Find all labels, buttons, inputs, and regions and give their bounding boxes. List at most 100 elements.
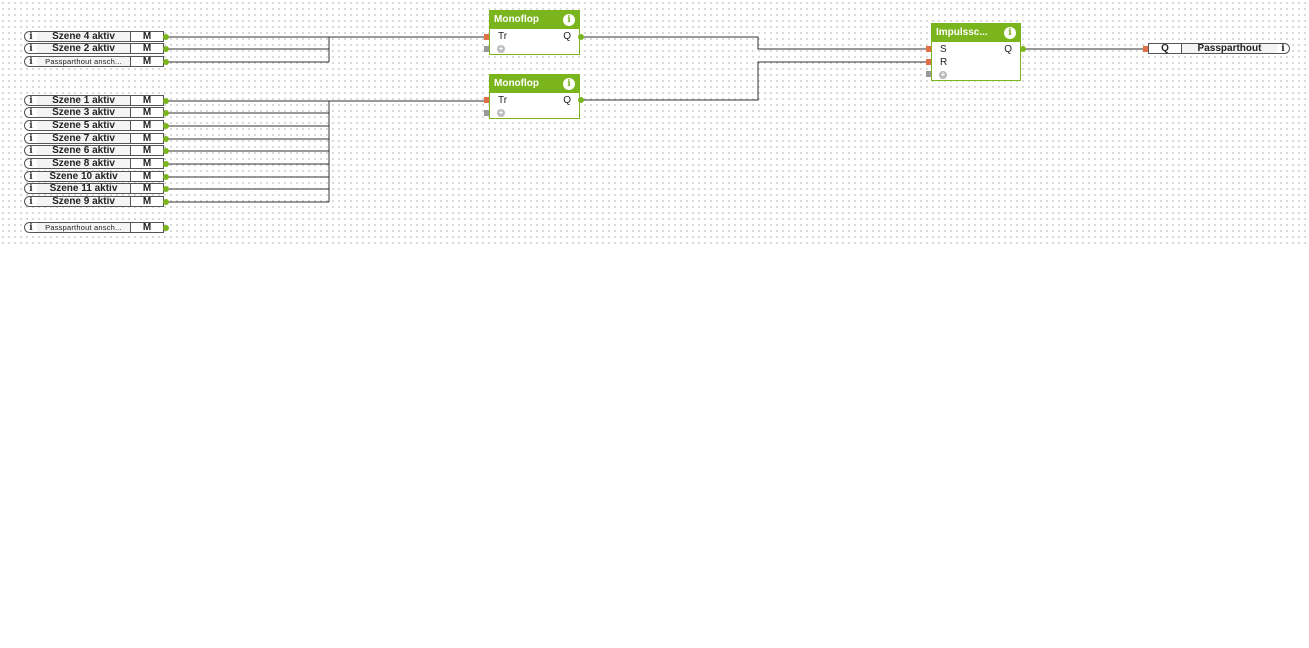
info-icon[interactable]: i bbox=[563, 78, 575, 90]
output-pin-q[interactable] bbox=[578, 97, 584, 103]
output-passparthout[interactable]: Q Passparthout i bbox=[1148, 43, 1290, 54]
wire-layer bbox=[166, 36, 1146, 203]
info-icon[interactable]: i bbox=[29, 120, 33, 131]
memory-input-szene-1[interactable]: i Szene 1 aktiv M bbox=[24, 95, 164, 106]
memory-type-label: M bbox=[130, 96, 163, 106]
block-header[interactable]: Impulssc... i bbox=[932, 24, 1020, 42]
memory-type-label: M bbox=[130, 57, 163, 67]
info-icon[interactable]: i bbox=[29, 196, 33, 207]
output-label: Passparthout bbox=[1182, 44, 1277, 54]
memory-input-szene-2[interactable]: i Szene 2 aktiv M bbox=[24, 43, 164, 54]
info-icon[interactable]: i bbox=[29, 183, 33, 194]
memory-input-szene-5[interactable]: i Szene 5 aktiv M bbox=[24, 120, 164, 131]
output-pin[interactable] bbox=[163, 199, 169, 205]
info-icon[interactable]: i bbox=[29, 31, 33, 42]
memory-input-label: Szene 2 aktiv bbox=[37, 44, 130, 53]
input-pin-add[interactable] bbox=[484, 46, 489, 52]
info-icon[interactable]: i bbox=[29, 222, 33, 233]
info-icon[interactable]: i bbox=[29, 145, 33, 156]
output-pin[interactable] bbox=[163, 34, 169, 40]
info-icon[interactable]: i bbox=[1004, 27, 1016, 39]
memory-type-label: M bbox=[130, 134, 163, 144]
info-icon[interactable]: i bbox=[29, 43, 33, 54]
plus-circle-icon[interactable]: + bbox=[497, 108, 505, 117]
block-header[interactable]: Monoflop i bbox=[490, 75, 579, 93]
memory-type-label: M bbox=[130, 32, 163, 42]
output-pin[interactable] bbox=[163, 59, 169, 65]
memory-input-label: Szene 7 aktiv bbox=[37, 134, 130, 143]
memory-input-passparthout-1[interactable]: i Passparthout ansch... M bbox=[24, 56, 164, 67]
memory-input-szene-10[interactable]: i Szene 10 aktiv M bbox=[24, 171, 164, 182]
output-pin[interactable] bbox=[163, 123, 169, 129]
info-icon[interactable]: i bbox=[29, 171, 33, 182]
memory-input-label: Passparthout ansch... bbox=[37, 223, 130, 232]
memory-input-szene-4[interactable]: i Szene 4 aktiv M bbox=[24, 31, 164, 42]
output-port-label: Q bbox=[1149, 44, 1182, 54]
canvas-grid bbox=[0, 0, 1309, 248]
block-header[interactable]: Monoflop i bbox=[490, 11, 579, 29]
input-pin-tr[interactable] bbox=[484, 97, 489, 103]
output-pin-q[interactable] bbox=[578, 34, 584, 40]
plus-circle-icon[interactable]: + bbox=[939, 70, 947, 79]
memory-input-passparthout-2[interactable]: i Passparthout ansch... M bbox=[24, 222, 164, 233]
memory-input-label: Szene 1 aktiv bbox=[37, 96, 130, 105]
memory-type-label: M bbox=[130, 159, 163, 169]
port-r: R bbox=[940, 57, 948, 68]
memory-input-label: Szene 11 aktiv bbox=[37, 184, 130, 193]
memory-type-label: M bbox=[130, 146, 163, 156]
input-pin-r[interactable] bbox=[926, 59, 931, 65]
port-q: Q bbox=[563, 95, 571, 106]
impulse-switch-block[interactable]: Impulssc... i S R Q + bbox=[931, 23, 1021, 81]
plus-circle-icon[interactable]: + bbox=[497, 44, 505, 53]
memory-input-szene-6[interactable]: i Szene 6 aktiv M bbox=[24, 145, 164, 156]
memory-input-szene-8[interactable]: i Szene 8 aktiv M bbox=[24, 158, 164, 169]
info-icon[interactable]: i bbox=[29, 107, 33, 118]
output-pin[interactable] bbox=[163, 161, 169, 167]
input-pin-add[interactable] bbox=[926, 71, 931, 77]
info-icon[interactable]: i bbox=[29, 56, 33, 67]
wire-monoflop2-to-reset bbox=[582, 61, 930, 101]
input-pin-tr[interactable] bbox=[484, 34, 489, 40]
output-pin-q[interactable] bbox=[1020, 46, 1026, 52]
output-pin[interactable] bbox=[163, 174, 169, 180]
port-q: Q bbox=[563, 31, 571, 42]
block-title: Impulssc... bbox=[936, 27, 988, 38]
memory-type-label: M bbox=[130, 184, 163, 194]
input-pin-s[interactable] bbox=[926, 46, 931, 52]
input-pin-q[interactable] bbox=[1143, 46, 1148, 52]
info-icon[interactable]: i bbox=[1281, 43, 1285, 54]
output-pin[interactable] bbox=[163, 136, 169, 142]
output-pin[interactable] bbox=[163, 110, 169, 116]
input-pin-add[interactable] bbox=[484, 110, 489, 116]
info-icon[interactable]: i bbox=[563, 14, 575, 26]
wire-monoflop1-to-set bbox=[582, 36, 930, 50]
output-pin[interactable] bbox=[163, 98, 169, 104]
port-tr: Tr bbox=[498, 31, 508, 42]
monoflop-block-2[interactable]: Monoflop i Tr Q + bbox=[489, 74, 580, 119]
output-pin[interactable] bbox=[163, 225, 169, 231]
memory-input-szene-7[interactable]: i Szene 7 aktiv M bbox=[24, 133, 164, 144]
memory-input-label: Szene 6 aktiv bbox=[37, 146, 130, 155]
info-icon[interactable]: i bbox=[29, 158, 33, 169]
info-icon[interactable]: i bbox=[29, 133, 33, 144]
output-pin[interactable] bbox=[163, 186, 169, 192]
memory-input-label: Szene 10 aktiv bbox=[37, 172, 130, 181]
output-pin[interactable] bbox=[163, 46, 169, 52]
port-q: Q bbox=[1004, 44, 1012, 55]
memory-input-szene-11[interactable]: i Szene 11 aktiv M bbox=[24, 183, 164, 194]
info-icon[interactable]: i bbox=[29, 95, 33, 106]
memory-type-label: M bbox=[130, 121, 163, 131]
memory-input-label: Szene 5 aktiv bbox=[37, 121, 130, 130]
memory-type-label: M bbox=[130, 44, 163, 54]
port-tr: Tr bbox=[498, 95, 508, 106]
monoflop-block-1[interactable]: Monoflop i Tr Q + bbox=[489, 10, 580, 55]
output-pin[interactable] bbox=[163, 148, 169, 154]
memory-type-label: M bbox=[130, 197, 163, 207]
memory-input-label: Szene 4 aktiv bbox=[37, 32, 130, 41]
memory-type-label: M bbox=[130, 108, 163, 118]
memory-input-label: Szene 9 aktiv bbox=[37, 197, 130, 206]
memory-type-label: M bbox=[130, 223, 163, 233]
port-s: S bbox=[940, 44, 947, 55]
memory-input-szene-3[interactable]: i Szene 3 aktiv M bbox=[24, 107, 164, 118]
memory-input-szene-9[interactable]: i Szene 9 aktiv M bbox=[24, 196, 164, 207]
